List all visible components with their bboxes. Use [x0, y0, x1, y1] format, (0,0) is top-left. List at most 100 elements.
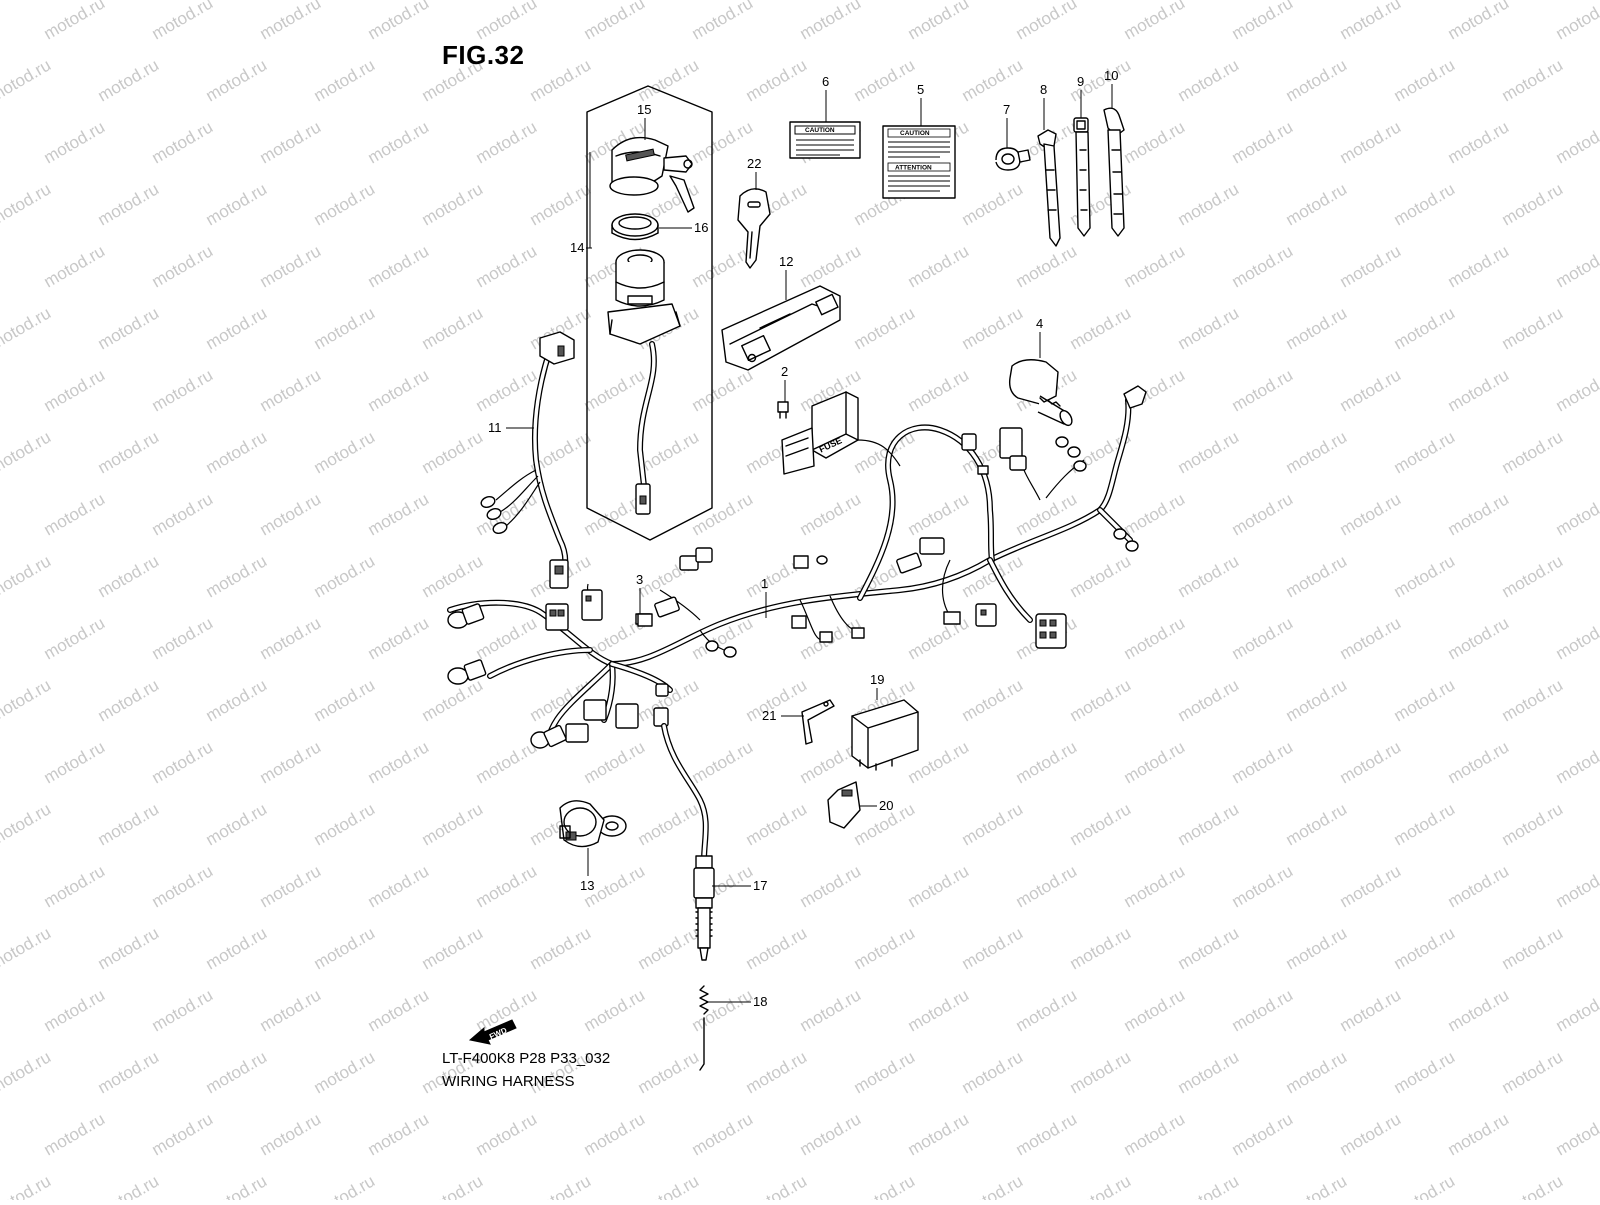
- watermark-text: motod.ru: [95, 675, 163, 725]
- watermark-text: motod.ru: [95, 923, 163, 973]
- watermark-text: motod.ru: [203, 923, 271, 973]
- watermark-text: motod.ru: [1121, 0, 1189, 43]
- watermark-text: motod.ru: [41, 489, 109, 539]
- caution-label-5[interactable]: CAUTION ATTENTION: [883, 126, 955, 198]
- watermark-text: motod.ru: [1445, 1109, 1513, 1159]
- watermark-text: motod.ru: [41, 0, 109, 43]
- watermark-text: motod.ru: [1175, 179, 1243, 229]
- watermark-text: motod.ru: [365, 1109, 433, 1159]
- callout-9: 9: [1077, 74, 1084, 89]
- watermark-text: motod.ru: [1499, 923, 1567, 973]
- watermark-text: motod.ru: [1229, 861, 1297, 911]
- watermark-text: motod.ru: [1013, 861, 1081, 911]
- watermark-text: motod.ru: [1067, 799, 1135, 849]
- watermark-text: motod.ru: [959, 303, 1027, 353]
- watermark-text: motod.ru: [41, 365, 109, 415]
- watermark-text: motod.ru: [1553, 241, 1600, 291]
- caution-label-6[interactable]: CAUTION: [790, 122, 860, 158]
- watermark-text: motod.ru: [41, 985, 109, 1035]
- watermark-text: motod.ru: [959, 675, 1027, 725]
- watermark-text: motod.ru: [1229, 117, 1297, 167]
- watermark-text: motod.ru: [1013, 985, 1081, 1035]
- connector-20-drawing[interactable]: [828, 782, 860, 828]
- watermark-text: motod.ru: [257, 861, 325, 911]
- fuse-drawing[interactable]: [778, 402, 788, 418]
- watermark-text: motod.ru: [851, 427, 919, 477]
- watermark-text: motod.ru: [1283, 923, 1351, 973]
- watermark-text: motod.ru: [1175, 55, 1243, 105]
- callout-8: 8: [1040, 82, 1047, 97]
- watermark-text: motod.ru: [419, 923, 487, 973]
- watermark-text: motod.ru: [581, 1109, 649, 1159]
- watermark-text: motod.ru: [635, 1171, 703, 1200]
- watermark-text: motod.ru: [365, 985, 433, 1035]
- watermark-text: motod.ru: [1391, 427, 1459, 477]
- watermark-text: motod.ru: [1391, 179, 1459, 229]
- watermark-text: motod.ru: [203, 1171, 271, 1200]
- watermark-text: motod.ru: [95, 179, 163, 229]
- watermark-text: motod.ru: [0, 923, 54, 973]
- watermark-text: motod.ru: [311, 1047, 379, 1097]
- watermark-text: motod.ru: [0, 1171, 54, 1200]
- watermark-text: motod.ru: [1445, 0, 1513, 43]
- watermark-text: motod.ru: [959, 799, 1027, 849]
- callout-2: 2: [781, 364, 788, 379]
- caution-text: CAUTION: [900, 130, 930, 137]
- watermark-text: motod.ru: [311, 675, 379, 725]
- watermark-text: motod.ru: [149, 861, 217, 911]
- watermark-text: motod.ru: [257, 0, 325, 43]
- attention-text: ATTENTION: [895, 165, 932, 172]
- switch-13-drawing[interactable]: [560, 801, 626, 847]
- watermark-text: motod.ru: [1229, 737, 1297, 787]
- watermark-text: motod.ru: [797, 0, 865, 43]
- watermark-text: motod.ru: [257, 613, 325, 663]
- watermark-text: motod.ru: [365, 737, 433, 787]
- relay-bracket-drawing[interactable]: [802, 700, 834, 744]
- watermark-text: motod.ru: [149, 985, 217, 1035]
- watermark-text: motod.ru: [473, 861, 541, 911]
- watermark-text: motod.ru: [419, 179, 487, 229]
- watermark-text: motod.ru: [743, 55, 811, 105]
- watermark-text: motod.ru: [1121, 1109, 1189, 1159]
- watermark-text: motod.ru: [1337, 241, 1405, 291]
- cable-tie-10-drawing[interactable]: [1104, 108, 1124, 236]
- watermark-text: motod.ru: [851, 55, 919, 105]
- watermark-text: motod.ru: [743, 799, 811, 849]
- watermark-text: motod.ru: [41, 241, 109, 291]
- connector-3-drawing[interactable]: [638, 614, 652, 626]
- bracket-drawing[interactable]: [722, 286, 840, 370]
- watermark-text: motod.ru: [1229, 365, 1297, 415]
- watermark-text: motod.ru: [1391, 675, 1459, 725]
- watermark-text: motod.ru: [365, 613, 433, 663]
- callout-13: 13: [580, 878, 594, 893]
- watermark-text: motod.ru: [1337, 613, 1405, 663]
- watermark-text: motod.ru: [1499, 427, 1567, 477]
- watermark-text: motod.ru: [257, 241, 325, 291]
- watermark-text: motod.ru: [1175, 799, 1243, 849]
- watermark-text: motod.ru: [1283, 799, 1351, 849]
- watermark-text: motod.ru: [1121, 117, 1189, 167]
- watermark-text: motod.ru: [0, 303, 54, 353]
- watermark-text: motod.ru: [365, 0, 433, 43]
- watermark-text: motod.ru: [1337, 489, 1405, 539]
- clamp-7-drawing[interactable]: [996, 148, 1030, 170]
- watermark-text: motod.ru: [635, 799, 703, 849]
- watermark-text: motod.ru: [311, 55, 379, 105]
- watermark-text: motod.ru: [1121, 241, 1189, 291]
- watermark-text: motod.ru: [419, 303, 487, 353]
- watermark-text: motod.ru: [1283, 179, 1351, 229]
- watermark-text: motod.ru: [473, 117, 541, 167]
- watermark-text: motod.ru: [689, 241, 757, 291]
- watermark-text: motod.ru: [1067, 923, 1135, 973]
- callout-22: 22: [747, 156, 761, 171]
- watermark-text: motod.ru: [149, 117, 217, 167]
- watermark-text: motod.ru: [1445, 117, 1513, 167]
- watermark-text: motod.ru: [257, 489, 325, 539]
- drawing-code: LT-F400K8 P28 P33_032: [442, 1050, 610, 1067]
- watermark-text: motod.ru: [905, 861, 973, 911]
- watermark-text: motod.ru: [1445, 861, 1513, 911]
- watermark-text: motod.ru: [1553, 117, 1600, 167]
- watermark-text: motod.ru: [473, 613, 541, 663]
- watermark-text: motod.ru: [365, 489, 433, 539]
- watermark-text: motod.ru: [905, 365, 973, 415]
